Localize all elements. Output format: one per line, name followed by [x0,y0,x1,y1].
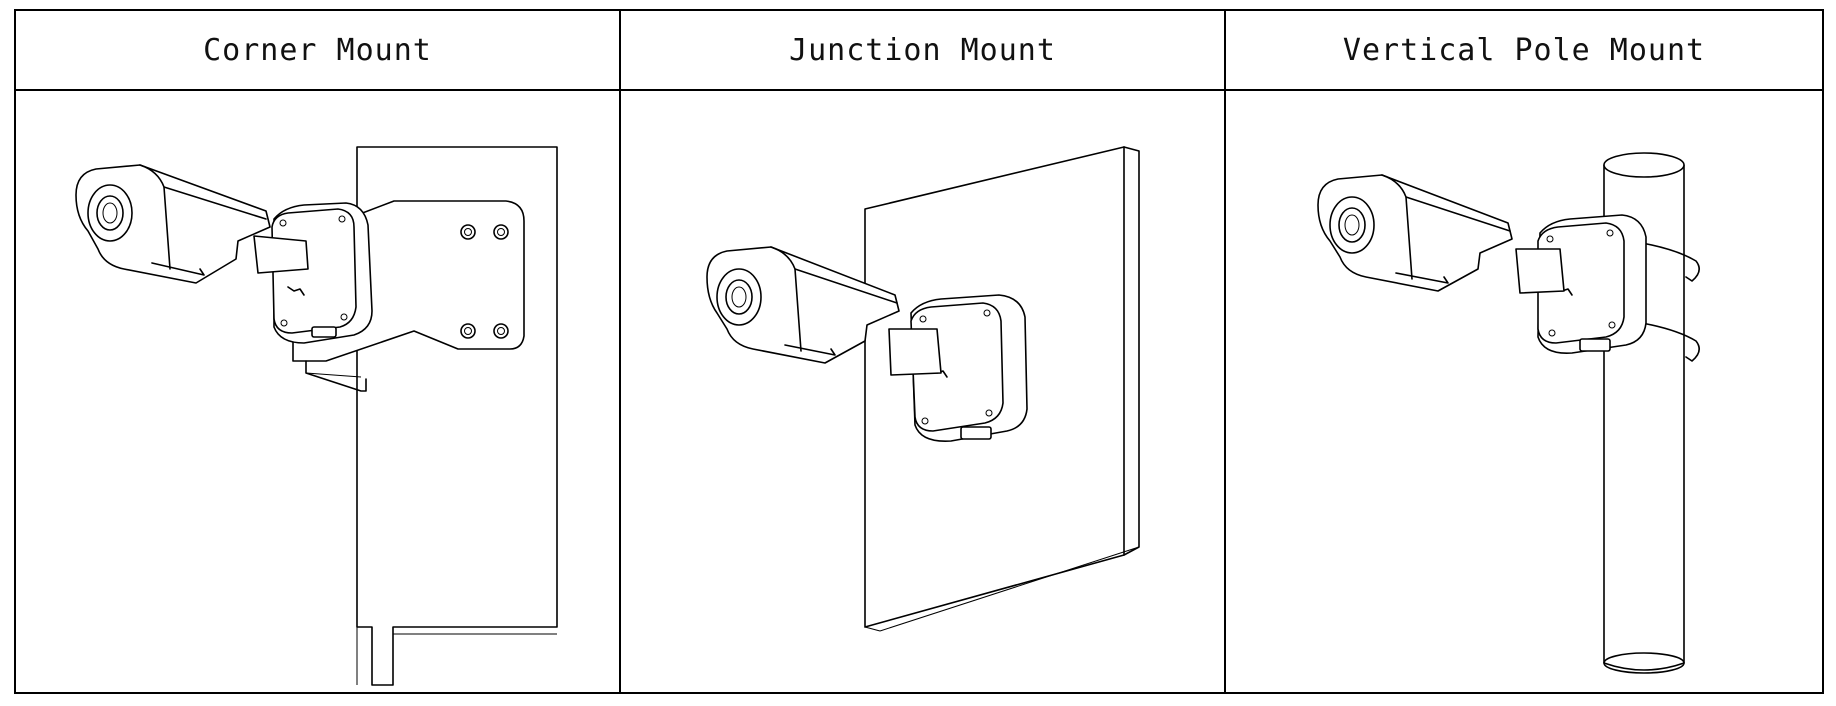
junction-mount-illustration-cell [621,91,1226,692]
header-vertical-pole-mount: Vertical Pole Mount [1226,11,1822,91]
header-junction-mount: Junction Mount [621,11,1226,91]
mount-options-table: Corner Mount Junction Mount Vertical Pol… [14,9,1824,694]
corner-mount-illustration-cell [16,91,621,692]
junction-mount-illustration [621,91,1226,692]
pole-mount-illustration-cell [1226,91,1822,692]
corner-mount-illustration [16,91,621,692]
header-corner-mount: Corner Mount [16,11,621,91]
pole-mount-illustration [1226,91,1822,692]
